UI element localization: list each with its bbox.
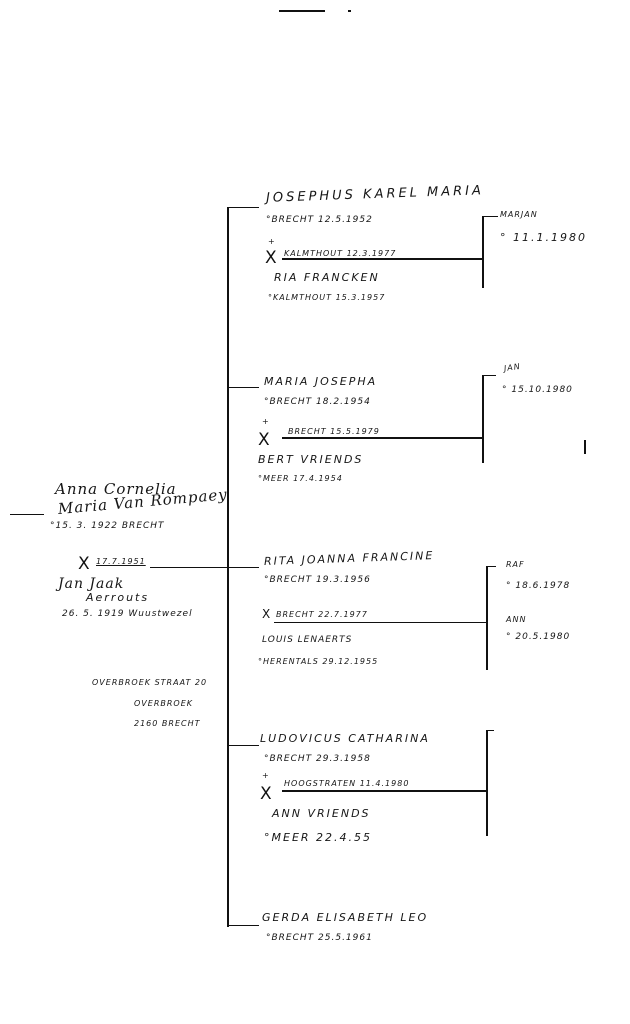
root-name-line1: Anna Cornelia [55, 480, 177, 498]
top-stroke [279, 10, 325, 12]
branch-line-1 [227, 207, 259, 208]
marriage-mark: X [258, 430, 270, 450]
kids-bracket-tick [482, 216, 498, 217]
kids-bracket [486, 566, 488, 670]
marriage-mark: X [262, 607, 271, 621]
stray-mark [584, 440, 586, 454]
child-spouse-birth: °HERENTALS 29.12.1955 [258, 657, 379, 666]
grandchild-birth: ° 20.5.1980 [506, 632, 571, 642]
child-name: JOSEPHUS KAREL MARIA [265, 183, 485, 206]
branch-line-3 [227, 567, 259, 568]
child-spouse-birth: °MEER 22.4.55 [264, 831, 373, 844]
child-name: MARIA JOSEPHA [264, 375, 378, 388]
grandchild-name: JAN [503, 361, 522, 374]
child-marriage: HOOGSTRATEN 11.4.1980 [284, 779, 410, 788]
kids-bracket [482, 216, 484, 288]
root-birth: °15. 3. 1922 BRECHT [50, 521, 165, 531]
child-marriage: BRECHT 15.5.1979 [288, 427, 380, 436]
root-marriage-date: 17.7.1951 [96, 557, 146, 566]
branch-line-2 [227, 387, 259, 388]
child-birth: °BRECHT 29.3.1958 [264, 754, 371, 764]
root-marriage-mark: X [78, 554, 90, 574]
grandchild-birth: ° 15.10.1980 [502, 385, 573, 395]
root-lead-line [10, 514, 44, 515]
root-spouse-lastname: Aerrouts [86, 591, 150, 604]
root-spouse-name: Jan Jaak [58, 576, 125, 592]
root-to-trunk-line [150, 567, 228, 568]
branch-line-4 [227, 745, 259, 746]
death-cross: + [262, 417, 270, 426]
child-birth: °BRECHT 12.5.1952 [266, 215, 373, 225]
grandchild-birth: ° 11.1.1980 [500, 231, 587, 244]
marriage-line [274, 622, 488, 623]
child-birth: °BRECHT 19.3.1956 [264, 575, 371, 585]
kids-bracket-tick [486, 730, 494, 731]
root-address-line3: 2160 BRECHT [134, 719, 201, 728]
marriage-line [282, 437, 482, 439]
child-marriage: KALMTHOUT 12.3.1977 [284, 249, 397, 258]
kids-bracket [482, 375, 484, 463]
root-address-line1: OVERBROEK STRAAT 20 [92, 678, 208, 687]
branch-line-5 [227, 925, 259, 926]
kids-bracket-tick [486, 566, 496, 567]
child-birth: °BRECHT 25.5.1961 [266, 933, 373, 943]
child-spouse: RIA FRANCKEN [274, 271, 380, 284]
child-marriage: BRECHT 22.7.1977 [276, 610, 368, 619]
root-address-line2: OVERBROEK [134, 699, 194, 708]
child-name: LUDOVICUS CATHARINA [260, 732, 430, 745]
grandchild-name: RAF [506, 560, 525, 569]
kids-bracket-tick [482, 375, 496, 376]
child-spouse-birth: °MEER 17.4.1954 [258, 474, 343, 483]
death-cross: + [268, 237, 276, 246]
kids-bracket [486, 730, 488, 836]
child-name: RITA JOANNA FRANCINE [263, 549, 435, 568]
grandchild-name: MARJAN [500, 210, 538, 219]
child-name: GERDA ELISABETH LEO [262, 911, 429, 924]
grandchild-name: ANN [506, 615, 527, 624]
top-dot [348, 10, 351, 12]
grandchild-birth: ° 18.6.1978 [506, 581, 571, 591]
child-birth: °BRECHT 18.2.1954 [264, 397, 371, 407]
child-spouse: ANN VRIENDS [272, 807, 371, 820]
marriage-line [282, 258, 482, 260]
marriage-mark: X [260, 784, 272, 804]
marriage-mark: X [265, 248, 277, 268]
child-spouse-birth: °KALMTHOUT 15.3.1957 [268, 293, 386, 302]
root-spouse-birth: 26. 5. 1919 Wuustwezel [62, 609, 193, 619]
death-cross: + [262, 771, 270, 780]
child-spouse: LOUIS LENAERTS [262, 635, 353, 645]
child-spouse: BERT VRIENDS [258, 453, 364, 466]
marriage-line [282, 790, 488, 792]
